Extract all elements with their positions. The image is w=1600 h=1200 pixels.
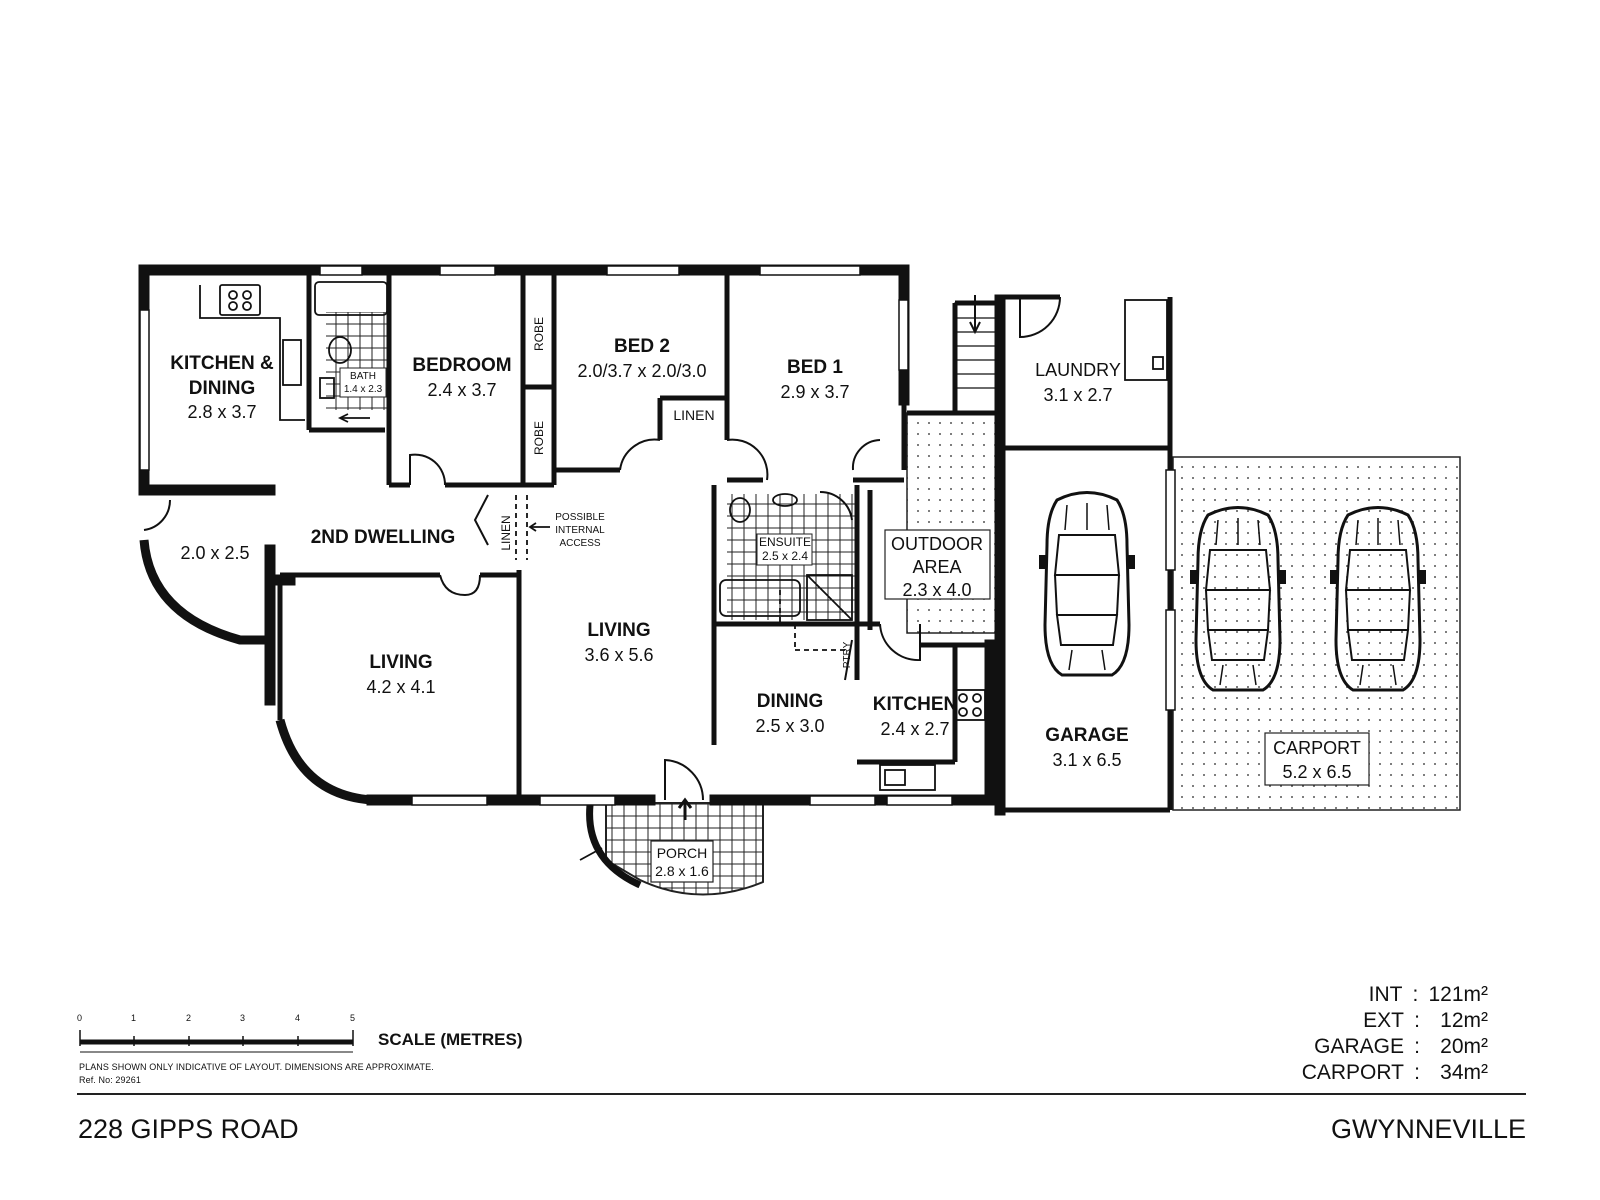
- area-value: 20m²: [1440, 1035, 1488, 1058]
- porch-dims: 2.8 x 1.6: [655, 863, 709, 879]
- scale-bar: [79, 1030, 354, 1053]
- bed2-dims: 2.0/3.7 x 2.0/3.0: [577, 361, 706, 381]
- ensuite-name: ENSUITE: [759, 535, 811, 549]
- living-left-dims: 4.2 x 4.1: [366, 677, 435, 697]
- entry-dims: 2.0 x 2.5: [180, 543, 249, 563]
- area-value: 34m²: [1440, 1061, 1488, 1084]
- dining-name: DINING: [757, 691, 824, 712]
- living-left-name: LIVING: [369, 652, 432, 673]
- bath-dims: 1.4 x 2.3: [344, 384, 383, 395]
- kitchen-dining-name-2: DINING: [189, 378, 256, 399]
- scale-tick-4: 4: [295, 1013, 301, 1023]
- outdoor-area-fill: [906, 412, 999, 634]
- bath-label-box: [339, 367, 387, 398]
- pantry-label: PTRY: [842, 641, 853, 668]
- windows: [139, 265, 1176, 806]
- reference-number: Ref. No: 29261: [79, 1075, 141, 1085]
- area-row-int: INT:121m²: [1282, 982, 1488, 1008]
- stairs: [954, 295, 999, 414]
- robe-upper-label: ROBE: [532, 317, 546, 351]
- area-value: 12m²: [1440, 1009, 1488, 1032]
- scale-tick-1: 1: [131, 1013, 137, 1023]
- bed2-name: BED 2: [614, 336, 670, 357]
- ensuite-label-box: [756, 533, 813, 566]
- area-row-ext: EXT:12m²: [1282, 1008, 1488, 1034]
- porch-label-box: [650, 840, 714, 883]
- internal-access-line3: ACCESS: [559, 538, 600, 549]
- carport-name: CARPORT: [1273, 738, 1361, 758]
- kitchen-name: KITCHEN: [873, 694, 957, 715]
- scale-label: SCALE (METRES): [378, 1030, 523, 1049]
- bedroom-name: BEDROOM: [412, 355, 511, 376]
- scale-tick-0: 0: [77, 1013, 83, 1023]
- bed1-dims: 2.9 x 3.7: [780, 382, 849, 402]
- bay-wall-living: [275, 718, 373, 805]
- kitchen-dining-dims: 2.8 x 3.7: [187, 402, 256, 422]
- suburb: GWYNNEVILLE: [1330, 1114, 1526, 1144]
- kitchen-dining-name-1: KITCHEN &: [170, 353, 274, 374]
- footer-divider: [77, 1093, 1526, 1095]
- area-row-carport: CARPORT:34m²: [1282, 1060, 1488, 1086]
- internal-access-line2: INTERNAL: [555, 525, 605, 536]
- dining-dims: 2.5 x 3.0: [755, 716, 824, 736]
- living-main-dims: 3.6 x 5.6: [584, 645, 653, 665]
- laundry-dims: 3.1 x 2.7: [1043, 385, 1112, 405]
- outdoor-label-box: [884, 529, 991, 600]
- porch-name: PORCH: [657, 845, 708, 861]
- bedroom-dims: 2.4 x 3.7: [427, 380, 496, 400]
- bed1-name: BED 1: [787, 357, 843, 378]
- porch-wall: [586, 804, 642, 889]
- carport-dims: 5.2 x 6.5: [1282, 762, 1351, 782]
- area-value: 121m²: [1428, 983, 1488, 1006]
- second-dwelling-name: 2ND DWELLING: [311, 527, 456, 548]
- area-label: GARAGE: [1314, 1035, 1404, 1058]
- kitchen-dims: 2.4 x 2.7: [880, 719, 949, 739]
- linen-side-label: LINEN: [499, 515, 513, 550]
- garage-car-icon: [1037, 491, 1137, 677]
- living-main-name: LIVING: [587, 620, 650, 641]
- scale-tick-2: 2: [186, 1013, 192, 1023]
- ensuite-dims: 2.5 x 2.4: [762, 549, 808, 563]
- scale-tick-5: 5: [350, 1013, 356, 1023]
- area-row-garage: GARAGE:20m²: [1282, 1034, 1488, 1060]
- fixtures: [199, 281, 1168, 861]
- outdoor-dims: 2.3 x 4.0: [902, 580, 971, 600]
- area-label: EXT: [1363, 1009, 1404, 1032]
- internal-access-line1: POSSIBLE: [555, 512, 605, 523]
- garage-dims: 3.1 x 6.5: [1052, 750, 1121, 770]
- linen-upper-label: LINEN: [673, 407, 714, 423]
- area-label: CARPORT: [1301, 1061, 1404, 1084]
- outdoor-name-1: OUTDOOR: [891, 534, 983, 554]
- bay-wall-entry: [139, 539, 270, 645]
- outdoor-name-2: AREA: [912, 557, 961, 577]
- area-summary: INT:121m² EXT:12m² GARAGE:20m² CARPORT:3…: [1282, 982, 1488, 1086]
- address: 228 GIPPS ROAD: [78, 1114, 299, 1144]
- laundry-name: LAUNDRY: [1035, 360, 1121, 380]
- carport-label-box: [1264, 732, 1370, 786]
- door-swings: [143, 296, 1061, 801]
- robe-lower-label: ROBE: [532, 421, 546, 455]
- scale-tick-3: 3: [240, 1013, 246, 1023]
- bath-name: BATH: [350, 371, 376, 382]
- area-label: INT: [1368, 983, 1403, 1006]
- garage-name: GARAGE: [1045, 725, 1128, 746]
- disclaimer-note: PLANS SHOWN ONLY INDICATIVE OF LAYOUT. D…: [79, 1062, 434, 1072]
